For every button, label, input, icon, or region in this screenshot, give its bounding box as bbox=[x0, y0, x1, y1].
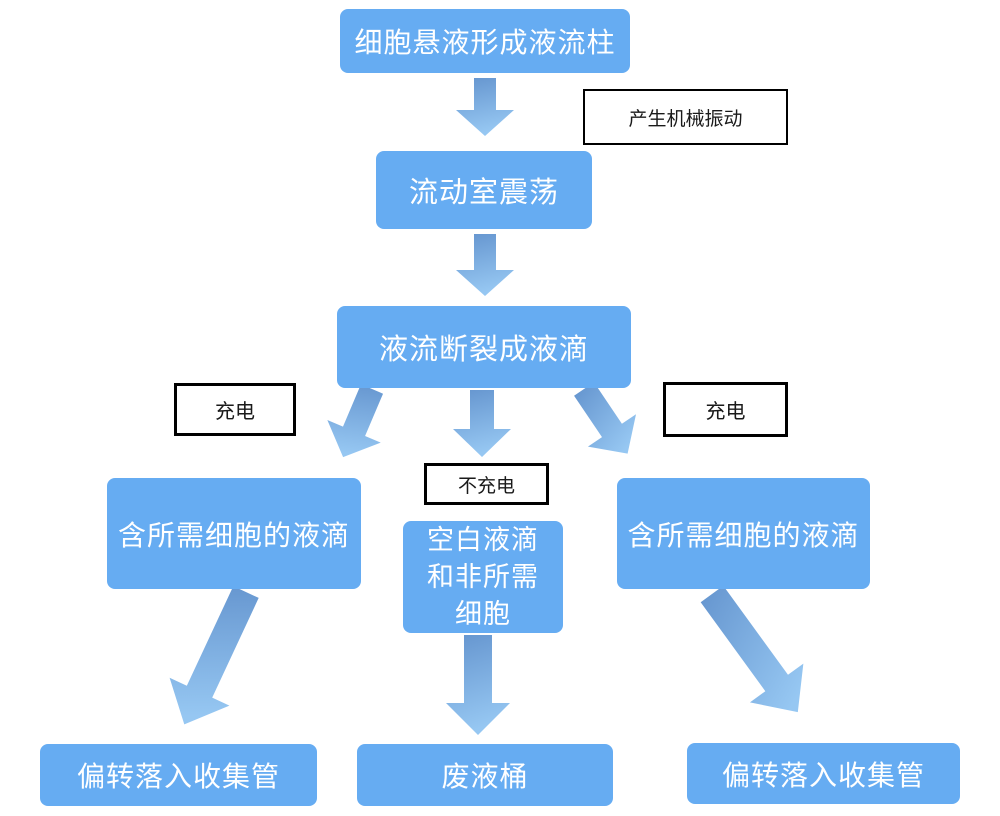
node-blank-droplets: 空白液滴 和非所需 细胞 bbox=[403, 521, 563, 633]
node-stream-breaks: 液流断裂成液滴 bbox=[337, 306, 631, 388]
node-waste-bucket: 废液桶 bbox=[357, 744, 613, 806]
node-collect-tube-right: 偏转落入收集管 bbox=[687, 743, 960, 804]
arrow-breaks-to-center bbox=[453, 390, 511, 457]
node-flow-chamber: 流动室震荡 bbox=[376, 151, 592, 229]
node-blank-droplets-line3: 细胞 bbox=[455, 598, 511, 629]
node-collect-tube-left: 偏转落入收集管 bbox=[40, 744, 317, 806]
arrow-center-to-waste bbox=[446, 635, 510, 735]
node-blank-droplets-line1: 空白液滴 bbox=[427, 524, 539, 555]
node-desired-droplets-left: 含所需细胞的液滴 bbox=[107, 478, 361, 589]
node-cell-suspension: 细胞悬液形成液流柱 bbox=[340, 9, 630, 73]
node-desired-droplets-right: 含所需细胞的液滴 bbox=[617, 478, 870, 589]
arrow-left-to-collect bbox=[169, 586, 259, 725]
arrow-right-to-collect bbox=[700, 585, 804, 713]
label-no-charge: 不充电 bbox=[424, 463, 549, 505]
label-charge-left: 充电 bbox=[174, 383, 296, 436]
node-blank-droplets-line2: 和非所需 bbox=[427, 561, 539, 592]
label-mechanical-vibration: 产生机械振动 bbox=[583, 89, 788, 145]
label-charge-right: 充电 bbox=[663, 382, 788, 437]
arrow-breaks-to-left bbox=[327, 384, 384, 458]
arrow-suspension-to-chamber bbox=[456, 78, 514, 136]
arrow-chamber-to-breaks bbox=[456, 234, 514, 296]
